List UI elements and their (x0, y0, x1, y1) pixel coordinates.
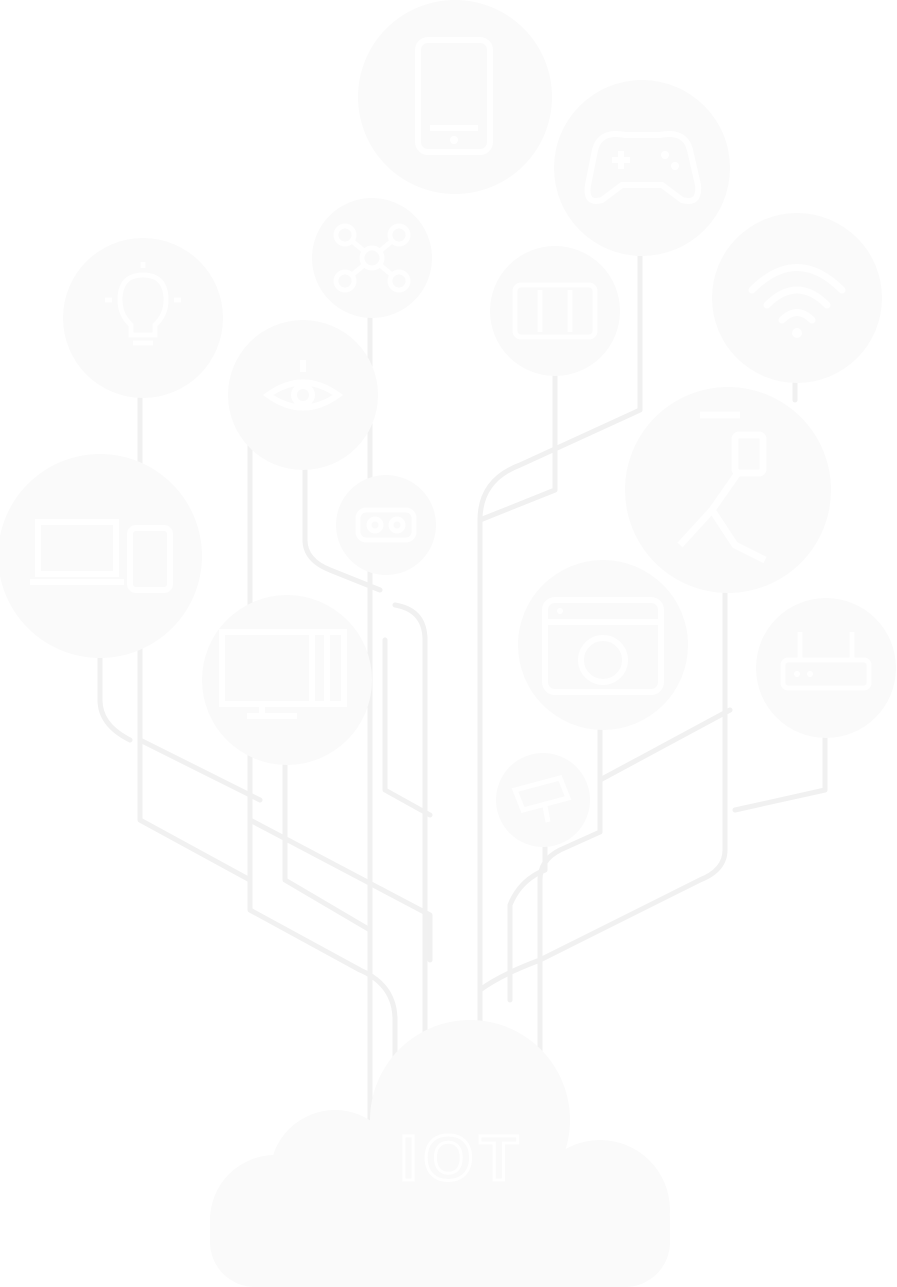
node-washing-machine (518, 560, 688, 730)
node-monitor (202, 595, 372, 765)
node-drone (312, 198, 432, 318)
trunk-line (392, 602, 428, 1093)
wifi-icon (748, 264, 846, 338)
security-camera-icon (511, 775, 572, 823)
monitor-icon (219, 629, 347, 719)
node-webcam (228, 320, 378, 470)
branch-line (137, 647, 253, 883)
cloud-label: IOT (400, 1122, 525, 1194)
branch-line (507, 797, 548, 1003)
branch-line (97, 647, 133, 743)
smartphone-icon (415, 37, 493, 155)
robot-icon (677, 411, 767, 564)
branch-line (247, 817, 433, 963)
node-virtual-reality (336, 475, 436, 575)
branch-line (382, 637, 433, 818)
gamepad-icon (584, 131, 702, 204)
node-tablet (490, 246, 620, 376)
webcam-icon (262, 360, 344, 411)
laptop-phone-icon (30, 519, 173, 593)
router-icon (780, 632, 872, 691)
node-security-camera (496, 753, 590, 847)
branch-line (302, 467, 383, 593)
node-bulb (63, 238, 223, 398)
branch-line (477, 487, 728, 993)
node-laptop-phone (0, 454, 202, 658)
drone-icon (333, 223, 411, 293)
trunk-line (477, 167, 643, 1073)
branch-line (247, 397, 398, 1093)
node-smartphone (358, 0, 552, 194)
tablet-icon (512, 282, 598, 340)
iot-cloud: IOT (210, 1020, 670, 1287)
branch-line (597, 707, 733, 783)
node-wifi (712, 213, 882, 383)
node-gamepad (554, 80, 730, 256)
bulb-icon (105, 262, 181, 346)
washing-machine-icon (542, 597, 664, 695)
node-router (756, 598, 896, 738)
virtual-reality-icon (355, 507, 417, 543)
node-robot (625, 387, 831, 593)
